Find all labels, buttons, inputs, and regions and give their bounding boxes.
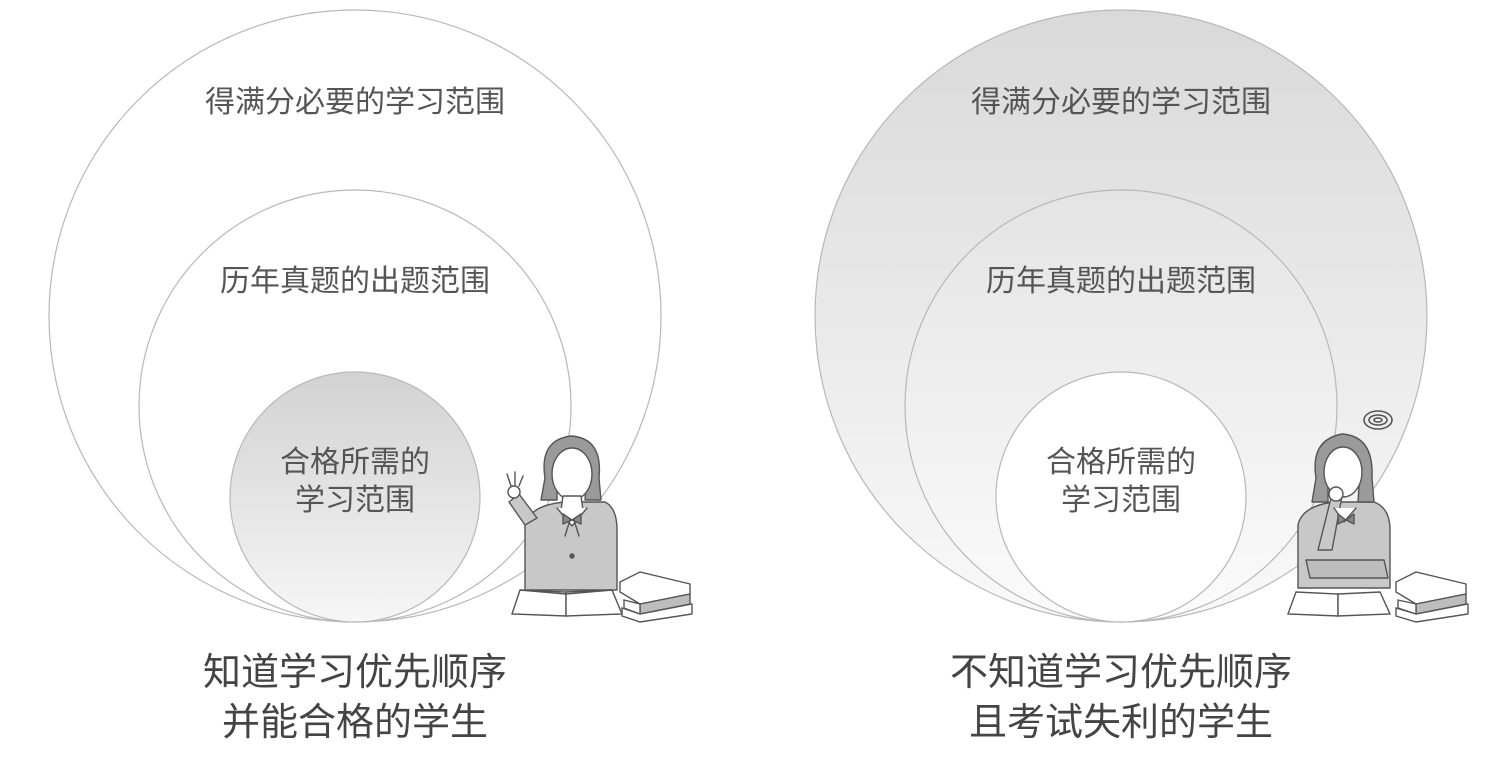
right-outer-label: 得满分必要的学习范围 [971, 85, 1271, 120]
open-book-icon [511, 589, 624, 617]
left-caption-line2: 并能合格的学生 [222, 700, 488, 744]
student-ok-gesture-icon [506, 435, 618, 591]
left-inner-label-line1: 合格所需的 [280, 445, 430, 480]
left-inner-label-line2: 学习范围 [295, 483, 415, 518]
right-inner-label-line1: 合格所需的 [1046, 445, 1196, 480]
swirl-icon [1363, 410, 1393, 430]
left-outer-label: 得满分必要的学习范围 [205, 85, 505, 120]
left-caption: 知道学习优先顺序 并能合格的学生 [203, 650, 507, 744]
book-stack-icon [619, 571, 693, 623]
left-inner-circle [229, 371, 481, 623]
left-panel: 得满分必要的学习范围 历年真题的出题范围 合格所需的 学习范围 [48, 9, 693, 744]
right-inner-circle [995, 371, 1247, 623]
open-book-icon [1287, 591, 1392, 617]
right-caption: 不知道学习优先顺序 且考试失利的学生 [950, 650, 1292, 744]
right-middle-label: 历年真题的出题范围 [986, 264, 1256, 299]
right-caption-line2: 且考试失利的学生 [969, 700, 1273, 744]
left-caption-line1: 知道学习优先顺序 [203, 650, 507, 694]
left-middle-label: 历年真题的出题范围 [220, 264, 490, 299]
student-confused-icon [1297, 433, 1391, 589]
right-inner-label-line2: 学习范围 [1061, 483, 1181, 518]
right-panel: 得满分必要的学习范围 历年真题的出题范围 合格所需的 学习范围 [814, 9, 1469, 744]
right-caption-line1: 不知道学习优先顺序 [950, 650, 1292, 694]
book-stack-icon [1395, 571, 1469, 623]
